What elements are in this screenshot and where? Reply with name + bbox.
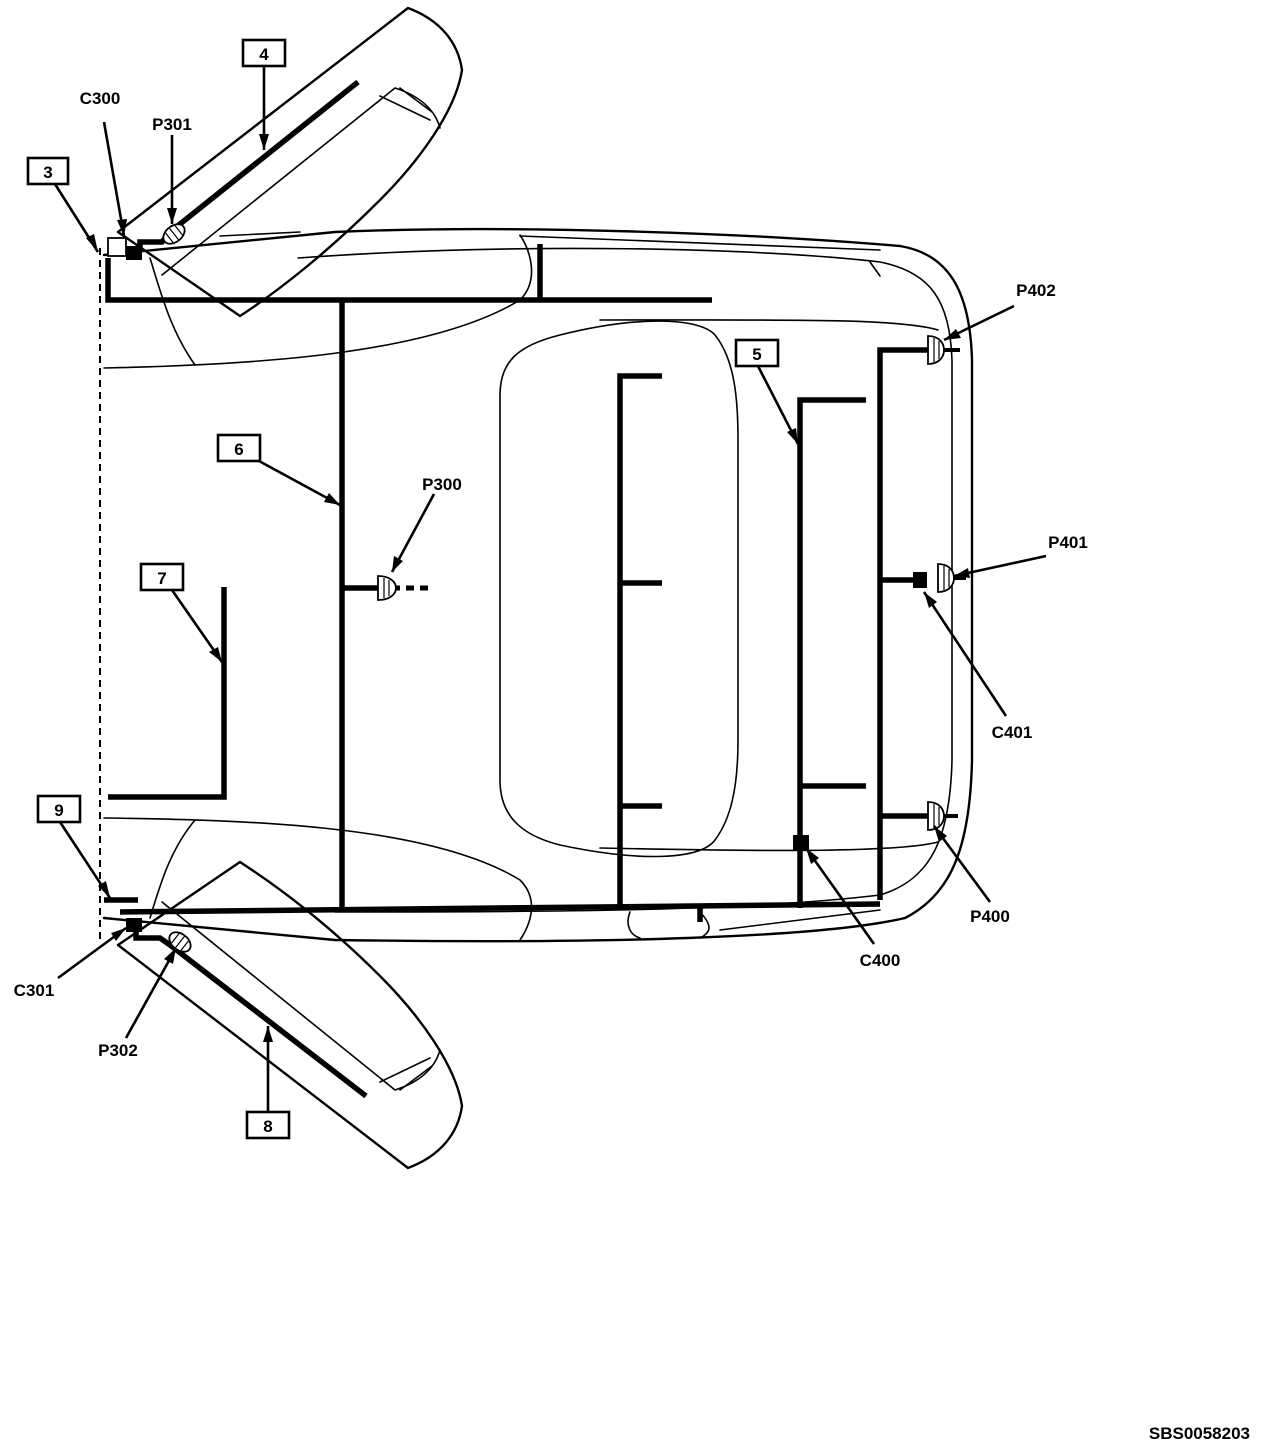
arrow-4 — [259, 134, 269, 150]
svg-text:4: 4 — [259, 45, 269, 64]
callout-boxes: 3 4 5 6 7 8 9 — [26, 38, 780, 1140]
label-p301: P301 — [152, 115, 192, 134]
svg-text:3: 3 — [43, 163, 52, 182]
door-upper-outline — [116, 6, 464, 318]
connector-c300-shell — [107, 237, 127, 257]
arrow-p302 — [164, 948, 176, 964]
svg-text:9: 9 — [54, 801, 63, 820]
arrow-8 — [263, 1026, 273, 1042]
label-c401: C401 — [992, 723, 1033, 742]
lamp-p300 — [377, 575, 397, 601]
connector-blocks — [107, 237, 927, 932]
roof-inner-edge — [297, 247, 953, 913]
callout-9: 9 — [36, 794, 82, 824]
callout-4: 4 — [241, 38, 287, 68]
label-c400: C400 — [860, 951, 901, 970]
arrow-p300 — [392, 556, 403, 572]
arrow-c400 — [806, 848, 819, 864]
arrow-p400 — [934, 826, 947, 842]
windshield-curve — [599, 319, 939, 852]
callout-3: 3 — [26, 156, 70, 186]
door-lower-inner — [161, 901, 441, 1091]
wire-roof-harness — [617, 373, 662, 910]
label-p402: P402 — [1016, 281, 1056, 300]
rear-pillar-right — [103, 817, 533, 941]
code-labels: C300 P301 P402 P300 P401 C401 P400 C400 … — [14, 89, 1088, 1060]
wire-harness-5 — [797, 397, 866, 908]
lamp-sockets — [162, 223, 966, 953]
arrow-7 — [209, 647, 222, 662]
arrow-9 — [98, 881, 110, 898]
pillar-curve-a — [149, 257, 196, 366]
arrow-p301 — [167, 208, 177, 224]
arrow-c300 — [117, 219, 127, 236]
leader-lines — [53, 66, 1047, 1112]
callout-5: 5 — [734, 338, 780, 368]
door-lower-outline — [116, 860, 464, 1170]
label-p401: P401 — [1048, 533, 1088, 552]
label-c300: C300 — [80, 89, 121, 108]
arrow-p402 — [944, 329, 961, 340]
wire-front-lamp — [877, 347, 930, 900]
label-p300: P300 — [422, 475, 462, 494]
vehicle-outline — [99, 227, 974, 943]
wire-door-lower — [168, 942, 368, 1099]
connector-c301-block — [126, 918, 142, 932]
label-p302: P302 — [98, 1041, 138, 1060]
lamp-p402 — [927, 335, 960, 365]
leader-c300 — [102, 121, 126, 237]
wire-top-rail — [105, 258, 712, 303]
leader-p302 — [124, 947, 178, 1039]
figure-id: SBS0058203 — [1148, 1424, 1250, 1443]
lamp-p401 — [937, 563, 966, 593]
wire-harness-7 — [108, 587, 227, 800]
leader-c401 — [922, 591, 1008, 717]
arrow-5 — [787, 428, 798, 444]
connector-c400-block — [793, 835, 809, 851]
door-upper-inner — [161, 87, 441, 276]
connector-c401-block — [913, 572, 927, 588]
rear-pillar-left — [103, 234, 533, 369]
lamp-p302 — [168, 931, 192, 953]
leader-p401 — [953, 554, 1047, 578]
wire-door-upper — [168, 79, 360, 235]
door-lower — [116, 860, 464, 1170]
svg-text:6: 6 — [234, 440, 243, 459]
connector-c300-block — [126, 246, 142, 260]
wire-bottom-rail — [119, 901, 881, 915]
wire-door-lower-jog — [133, 928, 172, 948]
body-outer-edge — [102, 227, 974, 943]
callout-8: 8 — [245, 1110, 291, 1140]
pillar-curve-b — [149, 819, 196, 919]
arrow-6 — [324, 493, 340, 505]
arrow-c401 — [924, 592, 937, 608]
svg-text:5: 5 — [752, 345, 761, 364]
door-upper — [116, 6, 464, 318]
sunroof-panel — [499, 320, 739, 858]
lamp-p400 — [927, 801, 958, 831]
callout-6: 6 — [216, 433, 262, 463]
leader-c400 — [804, 847, 876, 945]
label-c301: C301 — [14, 981, 55, 1000]
label-p400: P400 — [970, 907, 1010, 926]
arrow-c301 — [111, 928, 126, 941]
door-lower-window-line — [379, 1057, 433, 1091]
body-detail-top — [219, 231, 881, 277]
svg-text:7: 7 — [157, 569, 166, 588]
arrow-p401 — [954, 568, 970, 578]
arrow-3 — [86, 234, 98, 252]
harness-wires — [104, 79, 930, 1099]
callout-7: 7 — [139, 562, 185, 592]
door-upper-window-line — [379, 87, 433, 121]
svg-text:8: 8 — [263, 1117, 272, 1136]
